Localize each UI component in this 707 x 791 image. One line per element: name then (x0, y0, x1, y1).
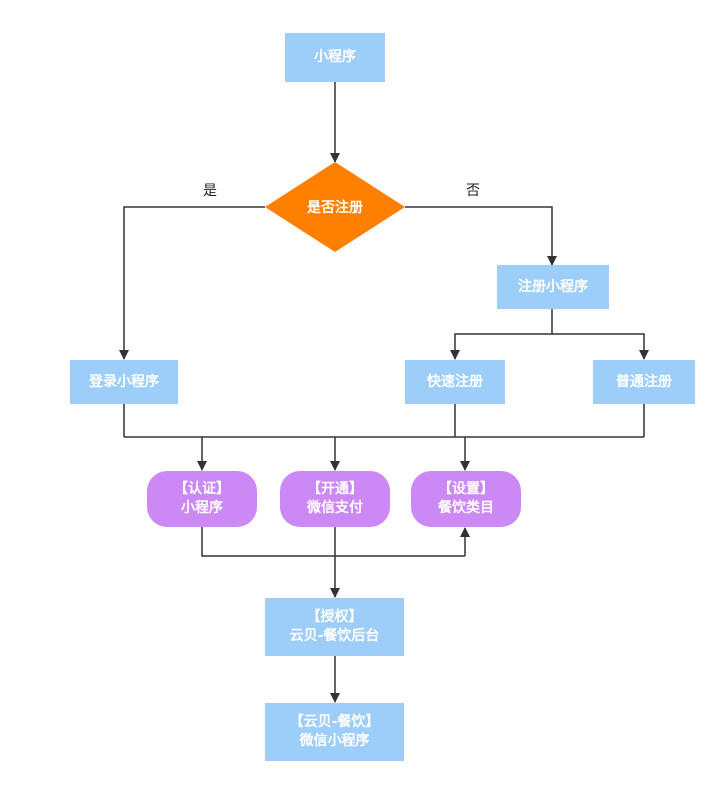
normal-register-node: 普通注册 (593, 360, 695, 404)
certify-line1: 【认证】 (174, 481, 230, 497)
normal-register-label: 普通注册 (616, 373, 672, 390)
register-node-label: 注册小程序 (518, 278, 588, 295)
set-category-line1: 【设置】 (438, 481, 494, 497)
certify-node: 【认证】 小程序 (147, 471, 257, 527)
set-category-node: 【设置】 餐饮类目 (411, 471, 521, 527)
final-line2: 微信小程序 (299, 733, 370, 749)
set-category-line2: 餐饮类目 (438, 500, 494, 516)
decision-diamond (265, 162, 405, 252)
certify-line2: 小程序 (181, 500, 223, 516)
open-pay-line1: 【开通】 (307, 481, 363, 497)
login-node-label: 登录小程序 (89, 373, 159, 390)
edge-no-to-register (405, 206, 557, 266)
quick-register-label: 快速注册 (427, 373, 483, 390)
start-node-label: 小程序 (314, 49, 356, 65)
edge-yes-to-login (119, 206, 265, 360)
edge-register-to-normal (552, 333, 649, 360)
authorize-line2: 云贝-餐饮后台 (289, 628, 380, 644)
register-node: 注册小程序 (497, 265, 609, 309)
edge-register-split (450, 309, 553, 360)
quick-register-node: 快速注册 (405, 360, 505, 404)
final-line1: 【云贝-餐饮】 (289, 714, 380, 730)
open-pay-line2: 微信支付 (307, 500, 363, 516)
edge-label-no: 否 (466, 183, 480, 199)
start-node: 小程序 (285, 33, 385, 82)
decision-node-label: 是否注册 (307, 200, 363, 216)
authorize-line1: 【授权】 (306, 609, 363, 625)
edge-label-yes: 是 (203, 183, 217, 199)
open-pay-node: 【开通】 微信支付 (280, 471, 390, 527)
final-node: 【云贝-餐饮】 微信小程序 (265, 703, 404, 761)
authorize-node: 【授权】 云贝-餐饮后台 (265, 598, 404, 656)
login-node: 登录小程序 (70, 360, 178, 404)
edge-certify-down (201, 527, 465, 557)
